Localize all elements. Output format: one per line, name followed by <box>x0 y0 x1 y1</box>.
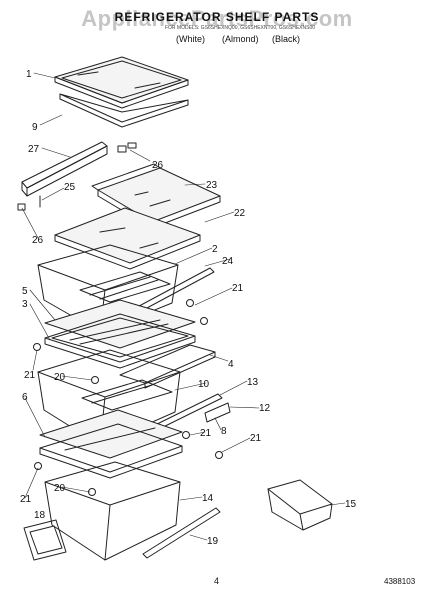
callout-22: 22 <box>234 208 246 219</box>
crisper-cover-frame <box>44 299 196 369</box>
callout-21-c: 21 <box>200 428 212 439</box>
callout-24: 24 <box>222 256 234 267</box>
callout-25: 25 <box>64 182 76 193</box>
side-rail-assembly <box>17 141 137 211</box>
callout-27: 27 <box>28 144 40 155</box>
color-black: (Black) <box>272 34 301 44</box>
callout-21-d: 21 <box>250 433 262 444</box>
callout-10: 10 <box>198 379 210 390</box>
callout-5: 5 <box>22 286 28 297</box>
door-bin <box>267 479 333 531</box>
bottom-drawer <box>23 461 221 561</box>
callout-6: 6 <box>22 392 28 403</box>
callout-4: 4 <box>228 359 234 370</box>
top-glass-shelf <box>54 56 189 128</box>
callout-labels: 1 9 27 26 25 26 23 22 2 24 5 3 21 21 4 2… <box>20 69 357 547</box>
page-number: 4 <box>214 576 220 586</box>
callout-21-b: 21 <box>24 370 36 381</box>
callout-15: 15 <box>345 499 357 510</box>
callout-26: 26 <box>152 160 164 171</box>
callout-19: 19 <box>207 536 219 547</box>
callout-26-lower: 26 <box>32 235 44 246</box>
callout-3: 3 <box>22 299 28 310</box>
color-white: (White) <box>176 34 205 44</box>
callout-1: 1 <box>26 69 32 80</box>
glass-shelf <box>54 207 201 270</box>
callout-12: 12 <box>259 403 271 414</box>
model-list: FOR MODELS: GS6SHEXNQ00, GS6SHEXNT00, GS… <box>164 25 316 31</box>
page-title: REFRIGERATOR SHELF PARTS <box>114 10 320 24</box>
callout-21-e: 21 <box>20 494 32 505</box>
callout-9: 9 <box>32 122 38 133</box>
callout-8: 8 <box>221 426 227 437</box>
callout-21-a: 21 <box>232 283 244 294</box>
callout-14: 14 <box>202 493 214 504</box>
color-almond: (Almond) <box>222 34 259 44</box>
leader-lines <box>21 72 346 541</box>
callout-18: 18 <box>34 510 46 521</box>
callout-20-a: 20 <box>54 372 66 383</box>
lower-crisper-cover <box>39 409 183 479</box>
clips <box>33 299 223 496</box>
callout-20-b: 20 <box>54 483 66 494</box>
callout-13: 13 <box>247 377 259 388</box>
callout-23: 23 <box>206 180 218 191</box>
document-number: 4388103 <box>384 577 416 586</box>
watermark: AppliancePartsPros.com <box>81 6 353 31</box>
callout-2: 2 <box>212 244 218 255</box>
